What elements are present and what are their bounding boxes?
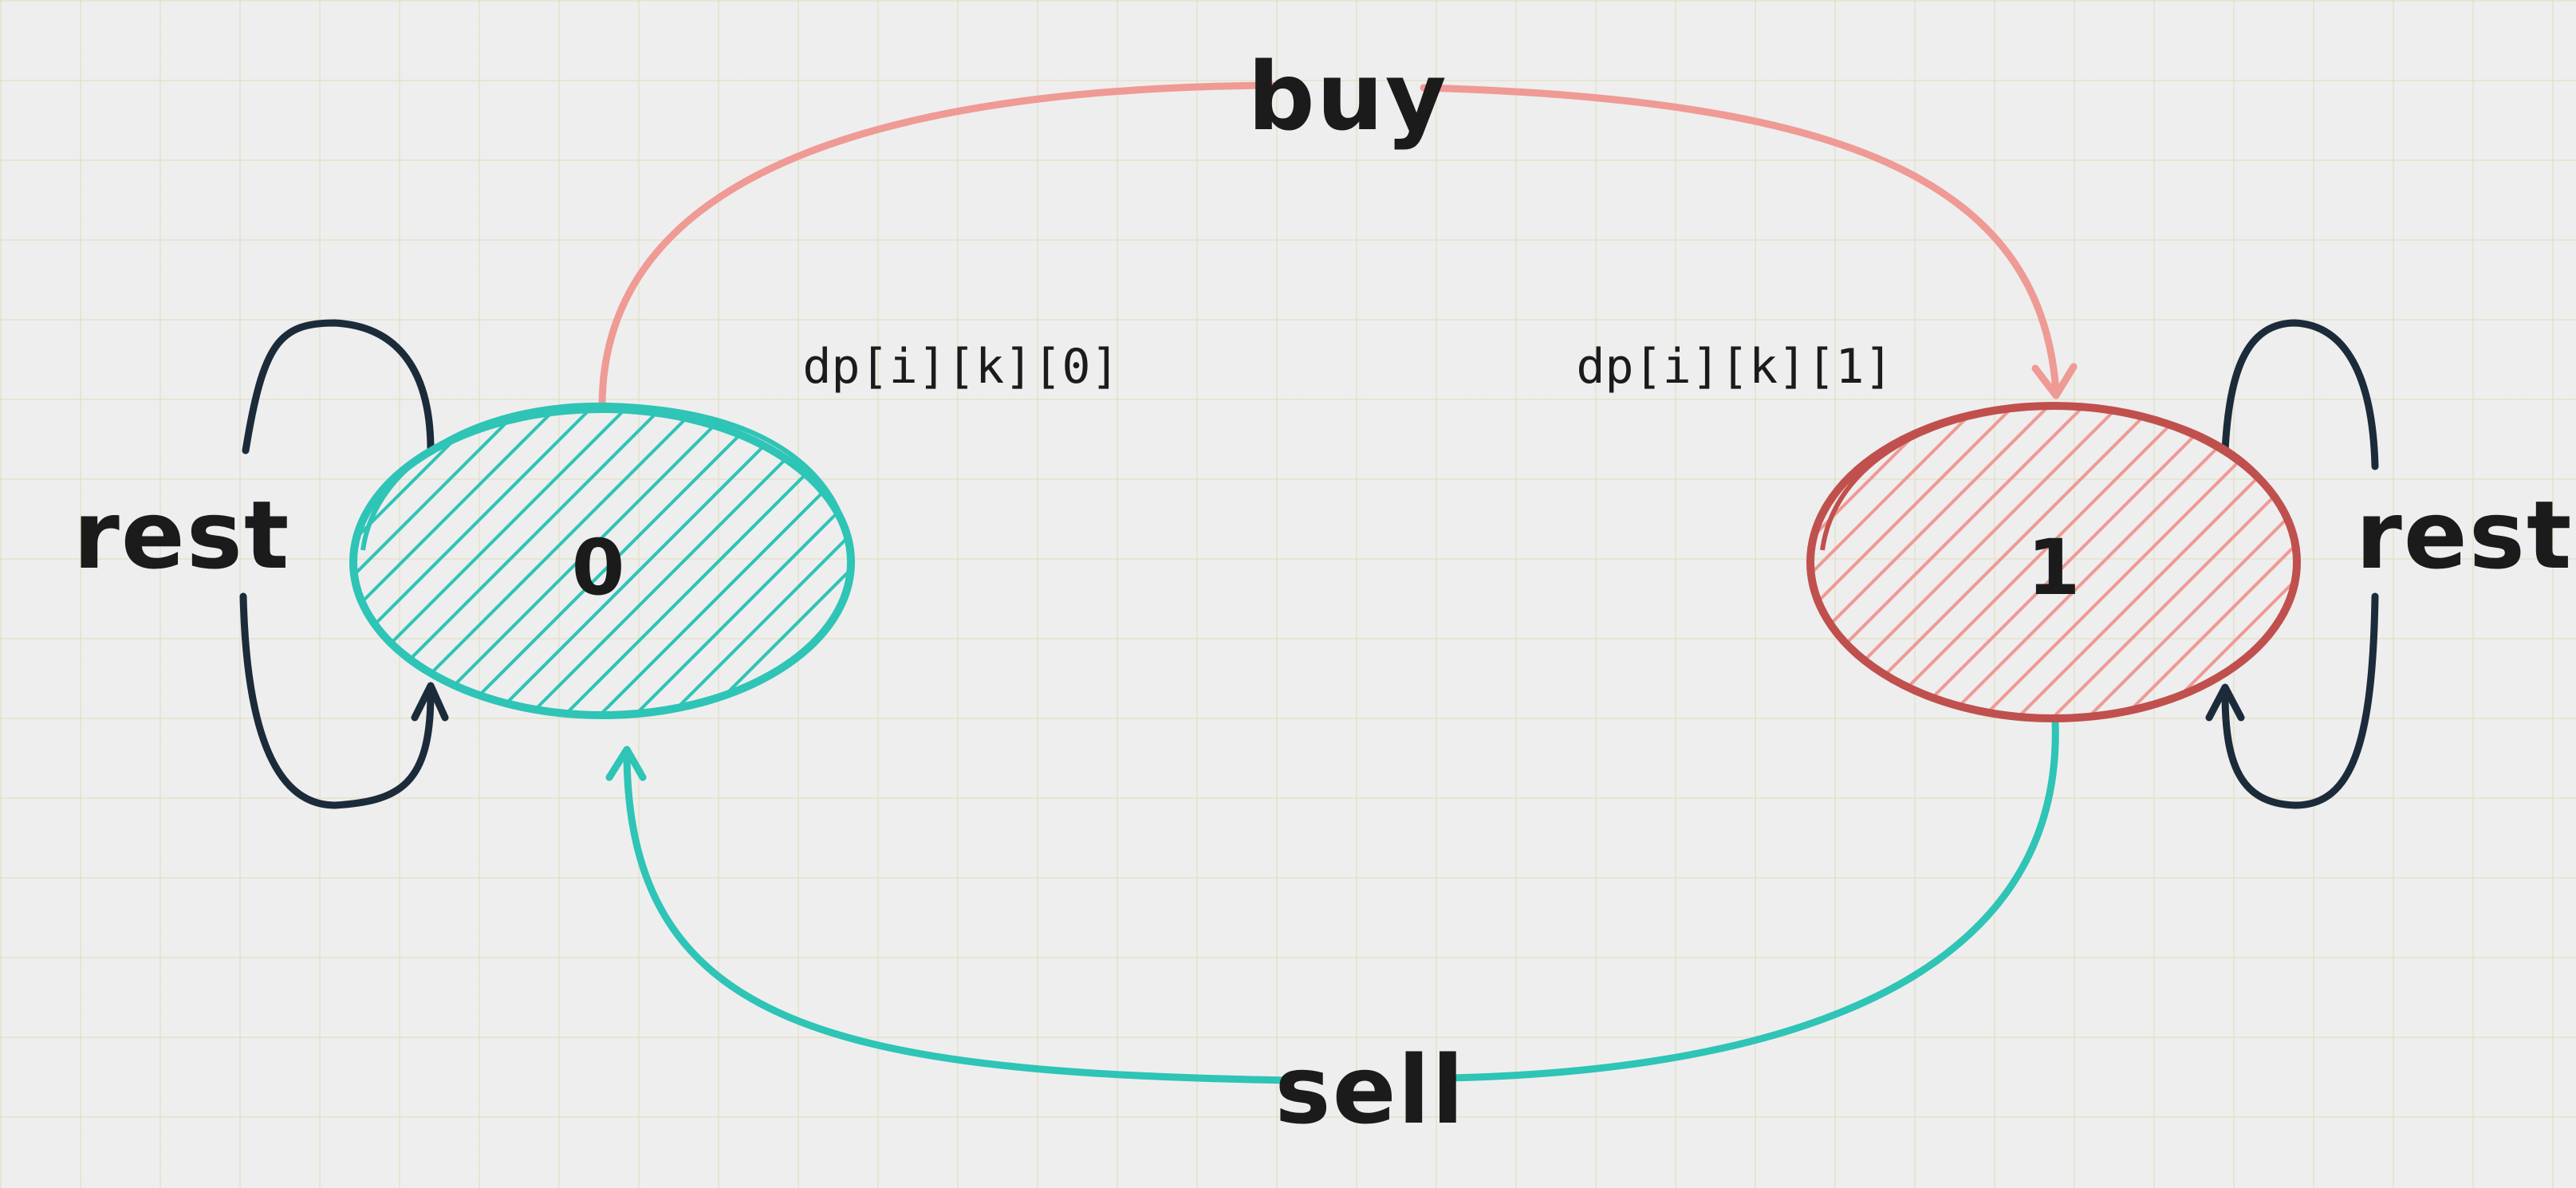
- state-0-label: 0: [572, 523, 625, 612]
- rest-right-label: rest: [2356, 480, 2574, 590]
- hatch-stroke: [2153, 406, 2297, 718]
- hatch-stroke: [353, 409, 493, 715]
- hatch-stroke: [1810, 406, 1878, 718]
- hatch-stroke: [2117, 406, 2297, 718]
- hatch-stroke: [1810, 406, 1913, 718]
- state-1-dp-label: dp[i][k][1]: [1576, 339, 1893, 395]
- hatch-stroke: [1872, 406, 2194, 718]
- hatch-stroke: [1810, 406, 1983, 718]
- buy-label: buy: [1247, 41, 1448, 151]
- hatch-stroke: [697, 409, 851, 715]
- state-1-label: 1: [2027, 523, 2081, 612]
- hatch-stroke: [353, 409, 598, 715]
- hatch-stroke: [2082, 406, 2297, 718]
- hatch-stroke: [1810, 406, 1843, 718]
- hatch-stroke: [1907, 406, 2229, 718]
- hatch-stroke: [486, 409, 809, 715]
- hatch-stroke: [1810, 406, 2019, 718]
- buy-arrow: [598, 81, 2078, 411]
- hatch-stroke: [627, 409, 851, 715]
- sell-arrow: [605, 718, 2059, 1084]
- hatch-stroke: [353, 409, 528, 715]
- hatch-stroke: [1810, 406, 2054, 718]
- hatch-stroke: [1810, 406, 1948, 718]
- hatch-stroke: [662, 409, 851, 715]
- hatch-stroke: [837, 409, 851, 715]
- rest-loop-left: [239, 319, 449, 809]
- hatch-stroke: [2047, 406, 2297, 718]
- sell-label: sell: [1274, 1035, 1465, 1145]
- hatch-stroke: [1942, 406, 2264, 718]
- rest-left-label: rest: [73, 480, 291, 590]
- hatch-stroke: [353, 409, 563, 715]
- hatch-stroke: [1837, 406, 2159, 718]
- hatch-stroke: [592, 409, 851, 715]
- hatch-stroke: [416, 409, 739, 715]
- hatch-stroke: [381, 409, 703, 715]
- state-0-dp-label: dp[i][k][0]: [802, 339, 1119, 395]
- hatch-stroke: [1487, 403, 1806, 722]
- rest-loop-right: [2205, 319, 2379, 809]
- hatch-stroke: [451, 409, 774, 715]
- hatch-stroke: [767, 409, 851, 715]
